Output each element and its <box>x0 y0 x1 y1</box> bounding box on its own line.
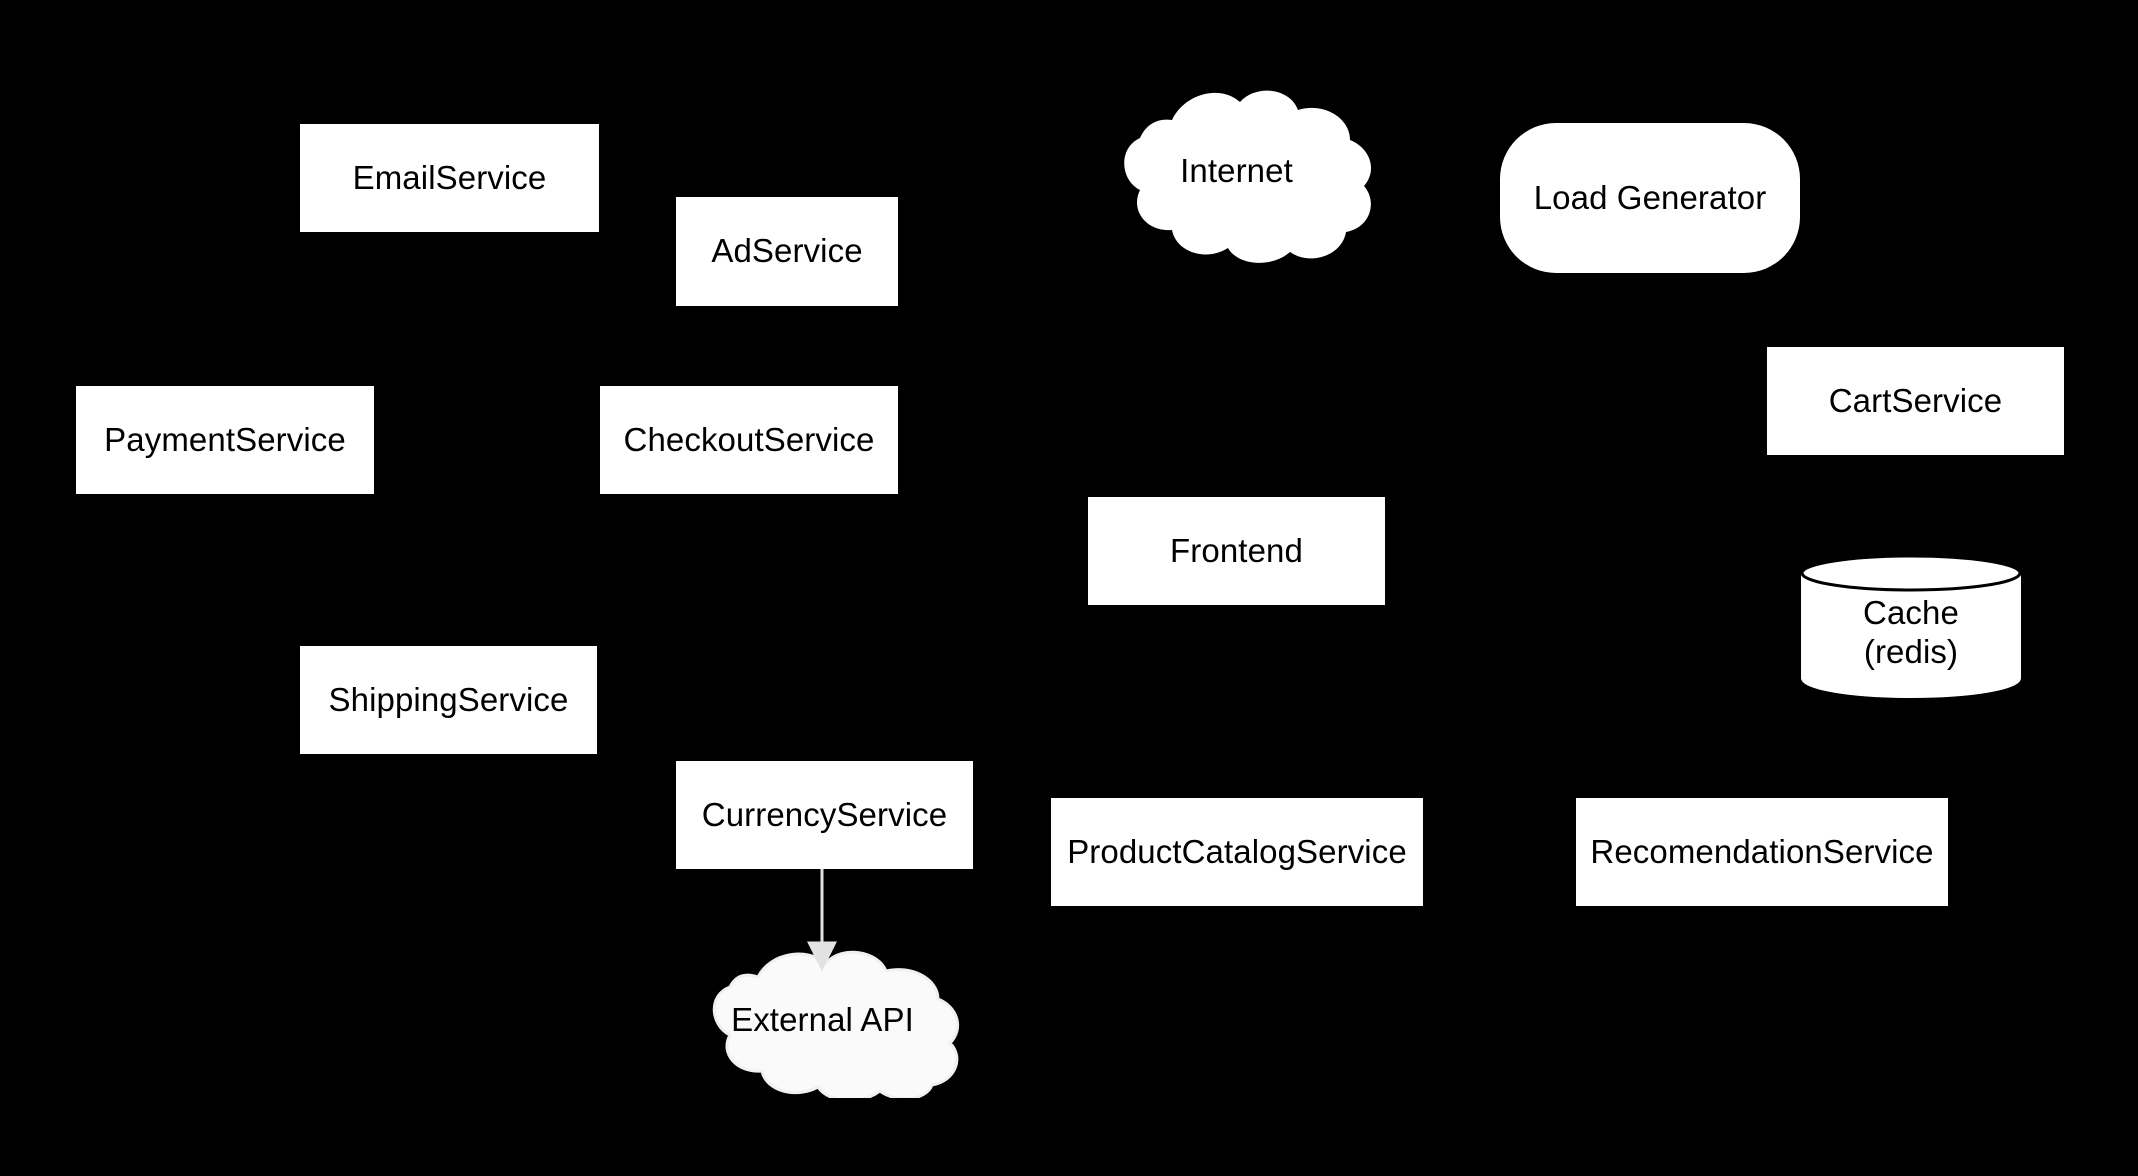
cloud-icon <box>712 950 960 1098</box>
database-cylinder-icon <box>1800 554 2022 698</box>
cloud-icon <box>1124 90 1372 263</box>
